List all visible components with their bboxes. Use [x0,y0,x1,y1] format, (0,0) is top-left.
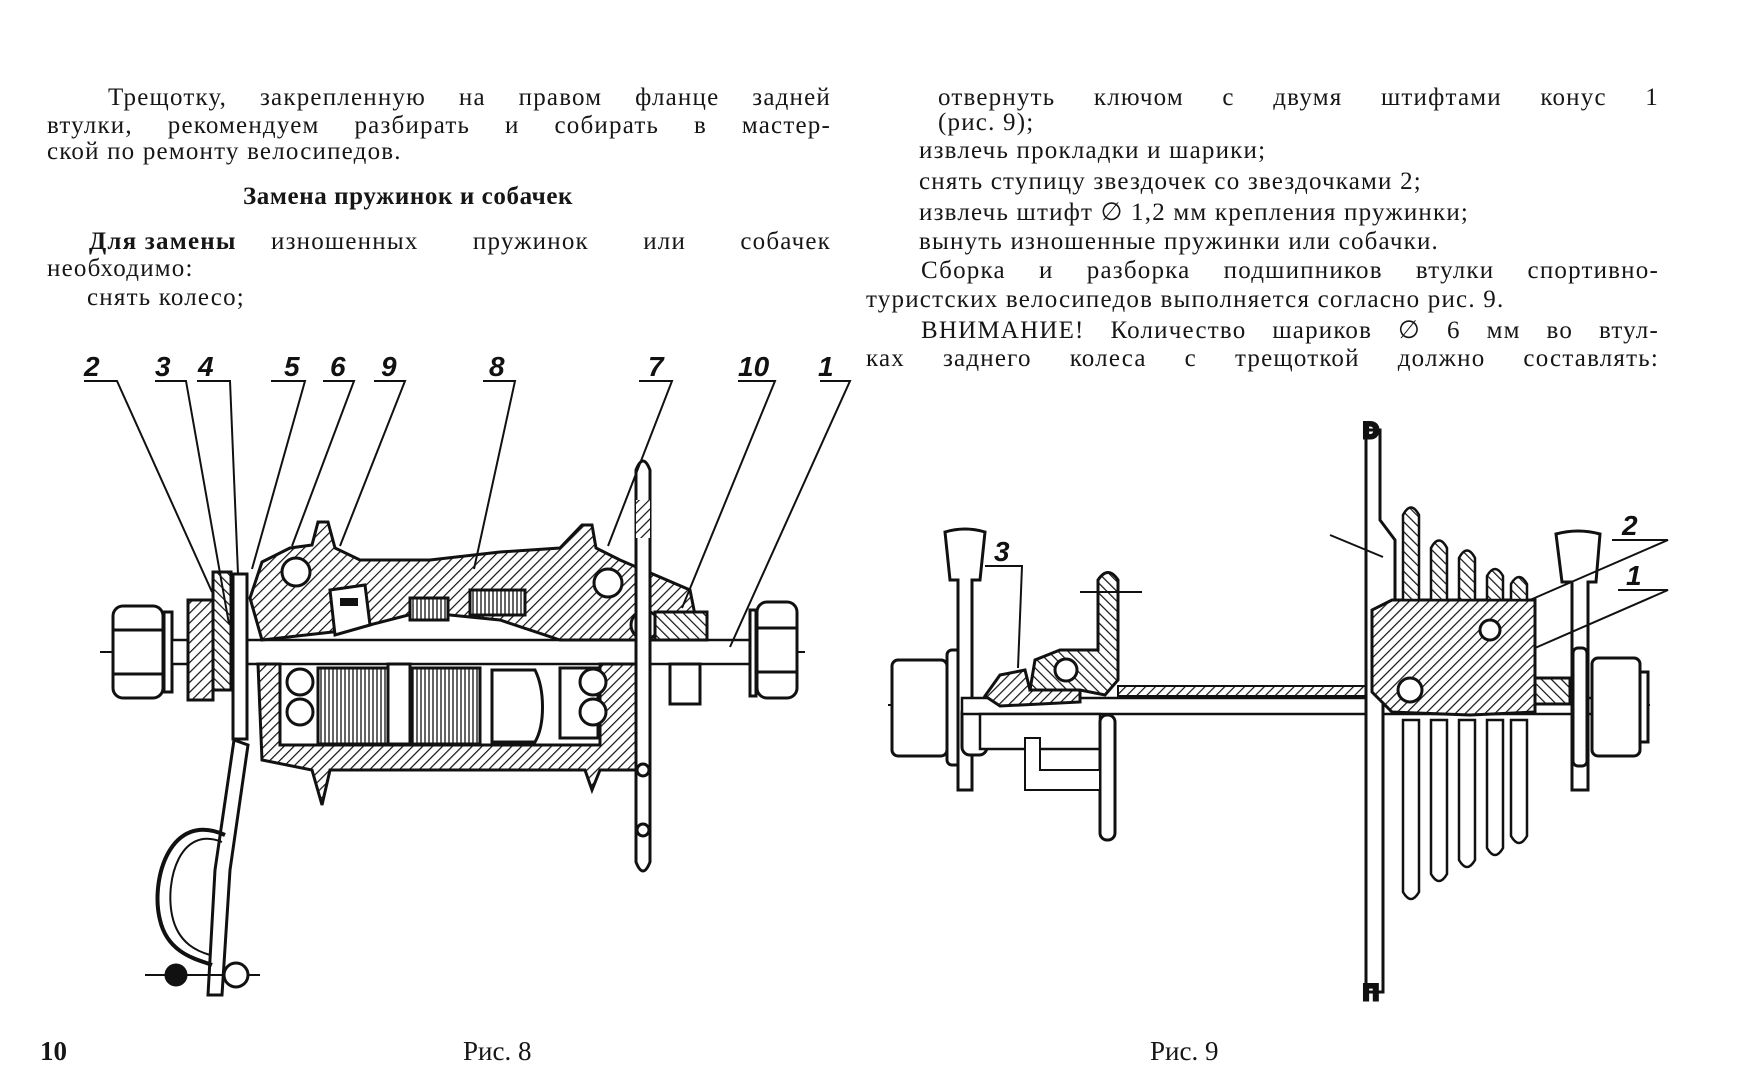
washer-part-4 [231,572,249,741]
fig9-leader-lines [985,534,1669,669]
fig8-label: 1 [818,351,834,382]
spoke-guard-disc [1364,428,1397,994]
fig8-label: 10 [738,351,770,382]
fig8-label: 7 [648,351,665,382]
figure-8-hub-drawing [84,380,852,997]
fig8-leader-lines [84,380,852,648]
left-bearing-ball [280,556,312,588]
sprocket-cluster [1401,506,1529,901]
list-item: снять ступицу звездочек со звездочками 2… [919,168,1422,195]
fig8-label: 2 [83,351,100,382]
right-bearing-ball [592,567,624,599]
list-item: извлечь прокладки и шарики; [919,137,1267,164]
cone-part-2 [186,598,215,702]
figure-9-labels: 3 2 1 [994,510,1642,591]
list-item: извлечь штифт ∅ 1,2 мм крепления пружинк… [919,199,1470,226]
figure-8-caption: Рис. 8 [463,1036,532,1066]
hub-tube [1117,685,1374,697]
clip-nut [164,963,188,987]
fig8-label: 5 [284,351,300,382]
right-cone-part-1 [1533,676,1572,706]
freewheel-body [1370,598,1537,717]
list-item: (рис. 9); [938,109,1035,136]
right-axle-nut [748,600,799,700]
fig8-label: 3 [155,351,171,382]
right-axle-nut [1590,656,1642,758]
ratchet-spring-right [410,666,482,746]
left-flange [1028,571,1120,697]
section-heading: Замена пружинок и собачек [243,183,574,210]
warning-line: ках заднего колеса с трещоткой должно со… [866,345,1659,372]
paragraph-line: туристских велосипедов выполняется согла… [866,286,1505,313]
brake-arm [206,737,250,997]
paragraph-line: Сборка и разборка подшипников втулки спо… [921,257,1659,284]
paragraph-line: втулки, рекомендуем разбирать и собирать… [47,112,831,139]
paragraph-lead: Для замены [89,228,237,255]
left-axle-nut [111,604,174,700]
fig8-label: 9 [381,351,397,382]
list-item: снять колесо; [87,284,245,311]
disc-top-mark-icon: D [1363,418,1379,443]
figure-9-caption: Рис. 9 [1150,1036,1219,1066]
fig8-label: 8 [489,351,505,382]
axle [170,638,759,666]
warning-line: ВНИМАНИЕ! Количество шариков ∅ 6 мм во в… [921,317,1659,344]
figure-8-labels: 2 3 4 5 6 9 8 7 10 1 [83,351,834,382]
locknut-part-3 [211,570,233,692]
fig8-label: 4 [197,351,214,382]
figure-9-hub-drawing: D П [888,417,1669,1007]
page-number: 10 [40,1036,67,1066]
ratchet-spring-left [316,666,390,746]
paragraph-text: изношенных пружинок или собачек [271,228,831,255]
list-item: отвернуть ключом с двумя штифтами конус … [938,84,1659,111]
paragraph-line: ской по ремонту велосипедов. [47,138,402,165]
pawl [328,583,372,637]
list-item: вынуть изношенные пружинки или собачки. [919,228,1440,255]
disc-bottom-mark-icon: П [1363,980,1379,1005]
fig8-label: 6 [330,351,346,382]
left-frame-dropout [943,527,987,792]
fig9-label: 2 [1621,510,1638,541]
fig9-label: 3 [994,536,1010,567]
left-axle-nut [890,658,949,758]
fig9-label: 1 [1626,560,1642,591]
right-cone-part-10 [653,610,709,642]
paragraph-line: Трещотку, закрепленную на правом фланце … [108,84,831,111]
paragraph-line: необходимо: [47,255,194,282]
brake-arm-clip [155,827,226,967]
paragraph-line: Для замены изношенных пружинок или собач… [89,227,831,257]
